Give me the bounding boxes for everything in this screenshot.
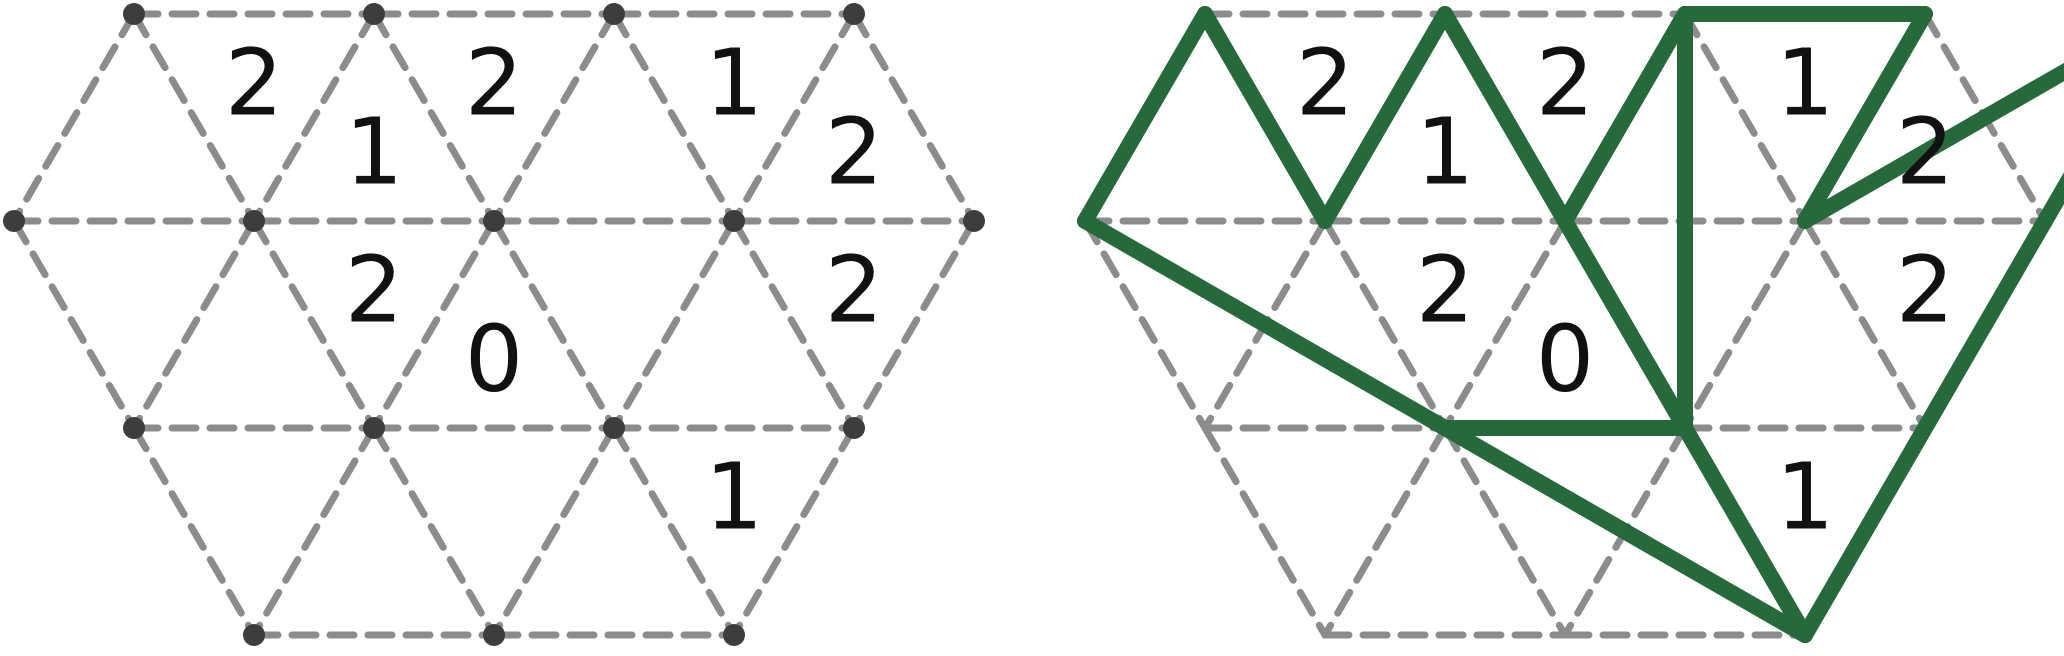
grid-dot bbox=[363, 3, 385, 25]
grid-edge bbox=[1441, 217, 1569, 432]
loop-segment bbox=[1557, 6, 1693, 229]
grid-edge bbox=[1201, 424, 1329, 639]
grid-edge bbox=[850, 10, 978, 225]
grid-edge bbox=[10, 10, 138, 225]
grid-edge bbox=[610, 424, 738, 639]
grid-dots bbox=[3, 3, 985, 646]
loop-segment bbox=[1797, 62, 2064, 229]
grid-dot bbox=[483, 210, 505, 232]
clue-number: 2 bbox=[225, 30, 284, 137]
grid-edge bbox=[370, 217, 498, 432]
grid-edge bbox=[10, 217, 138, 432]
grid-dot bbox=[843, 417, 865, 439]
solution-loop bbox=[1077, 6, 2064, 643]
grid-edge bbox=[610, 10, 738, 225]
grid-dot bbox=[483, 624, 505, 646]
loop-segment bbox=[1317, 6, 1453, 229]
grid-dot bbox=[723, 210, 745, 232]
grid-edge bbox=[730, 10, 858, 225]
grid-dot bbox=[3, 210, 25, 232]
grid-dot bbox=[243, 624, 265, 646]
loop-segment bbox=[1677, 420, 1813, 643]
grid-edge bbox=[1801, 217, 1929, 432]
grid-dot bbox=[603, 417, 625, 439]
loop-segment bbox=[1197, 6, 1333, 229]
dashed-grid bbox=[10, 10, 978, 639]
clue-number: 2 bbox=[1896, 237, 1955, 344]
loop-segment bbox=[1797, 213, 2053, 643]
clue-number: 2 bbox=[1296, 30, 1355, 137]
clue-number: 2 bbox=[345, 237, 404, 344]
grid-dot bbox=[363, 417, 385, 439]
clue-number: 0 bbox=[1536, 306, 1595, 413]
clue-number: 1 bbox=[705, 30, 764, 137]
grid-edge bbox=[250, 10, 378, 225]
grid-dot bbox=[843, 3, 865, 25]
grid-edge bbox=[1681, 217, 1809, 432]
grid-edge bbox=[490, 10, 618, 225]
grid-edge bbox=[610, 217, 738, 432]
grid-edge bbox=[1321, 424, 1449, 639]
loop-segment bbox=[1797, 6, 1933, 229]
grid-edge bbox=[1321, 217, 1449, 432]
clue-number: 2 bbox=[465, 30, 524, 137]
grid-dot bbox=[123, 3, 145, 25]
grid-edge bbox=[130, 217, 258, 432]
clue-number: 1 bbox=[705, 444, 764, 551]
grid-dot bbox=[603, 3, 625, 25]
clue-number: 1 bbox=[1416, 99, 1475, 206]
grid-edge bbox=[130, 424, 258, 639]
grid-dot bbox=[123, 417, 145, 439]
grid-dot bbox=[963, 210, 985, 232]
grid-edge bbox=[1441, 424, 1569, 639]
grid-edge bbox=[490, 424, 618, 639]
grid-edge bbox=[1081, 217, 1209, 432]
loop-segment bbox=[1437, 6, 1573, 229]
grid-edge bbox=[250, 217, 378, 432]
clue-number: 2 bbox=[1896, 99, 1955, 206]
grid-edge bbox=[490, 217, 618, 432]
clue-number: 1 bbox=[1776, 444, 1835, 551]
clue-number: 2 bbox=[1536, 30, 1595, 137]
clue-number: 2 bbox=[825, 99, 884, 206]
clue-number: 1 bbox=[1776, 30, 1835, 137]
grid-dot bbox=[723, 624, 745, 646]
grid-edge bbox=[730, 217, 858, 432]
grid-dot bbox=[243, 210, 265, 232]
grid-edge bbox=[370, 424, 498, 639]
grid-edge bbox=[250, 424, 378, 639]
grid-edge bbox=[130, 10, 258, 225]
clue-number: 2 bbox=[1416, 237, 1475, 344]
clue-number: 1 bbox=[345, 99, 404, 206]
grid-edge bbox=[1681, 10, 1809, 225]
clue-number: 0 bbox=[465, 306, 524, 413]
grid-edge bbox=[370, 10, 498, 225]
loop-segment bbox=[1557, 213, 1693, 436]
grid-edge bbox=[730, 424, 858, 639]
loop-segment bbox=[1077, 6, 1213, 229]
grid-edge bbox=[850, 217, 978, 432]
clue-number: 2 bbox=[825, 237, 884, 344]
loop-segment bbox=[1077, 213, 1813, 643]
